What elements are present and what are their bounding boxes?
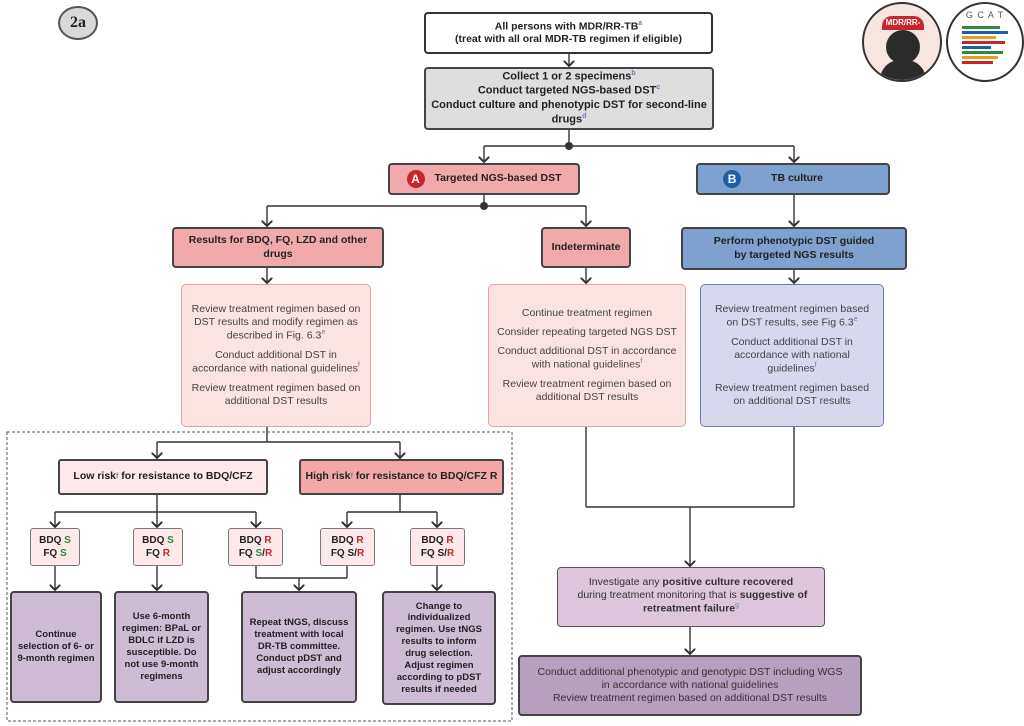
outcome-individualized-regimen: Change to individualized regimen. Use tN… <box>382 591 496 705</box>
combo-box-bdq-s-fq-s: BDQ S FQ S <box>30 528 80 566</box>
combo-box-bdq-s-fq-r: BDQ S FQ R <box>133 528 183 566</box>
combo-box-bdq-r-fq-sr-low: BDQ R FQ S/R <box>228 528 283 566</box>
sequence-bars-icon <box>962 24 1010 66</box>
outcome-continue-selection: Continue selection of 6- or 9-month regi… <box>10 591 102 703</box>
final-additional-dst-box: Conduct additional phenotypic and genoty… <box>518 655 862 716</box>
shoulders-silhouette-icon <box>880 60 926 80</box>
combo-box-bdq-r-fq-sr-high-2: BDQ R FQ S/R <box>410 528 465 566</box>
combo-box-bdq-r-fq-sr-high-1: BDQ R FQ S/R <box>320 528 375 566</box>
perform-pdst-box: Perform phenotypic DST guided by targete… <box>681 227 907 270</box>
collect-specimens-box: Collect 1 or 2 specimensb Conduct target… <box>424 67 714 130</box>
indeterminate-actions-box: Continue treatment regimen Consider repe… <box>488 284 686 427</box>
branch-a-letter-icon: A <box>406 170 425 188</box>
branch-b-header: B TB culture <box>696 163 890 195</box>
review-regimen-box-b: Review treatment regimen based on DST re… <box>700 284 884 427</box>
results-box: Results for BDQ, FQ, LZD and other drugs <box>172 227 384 268</box>
start-box: All persons with MDR/RR-TBa (treat with … <box>424 12 713 54</box>
gcat-logo-text: G C A T <box>965 10 1005 20</box>
head-silhouette-icon <box>886 30 920 64</box>
mdr-tb-logo: MDR/RR-TB <box>862 2 942 82</box>
figure-badge: 2a <box>58 6 98 40</box>
indeterminate-box: Indeterminate <box>541 227 631 268</box>
outcome-6-month-regimen: Use 6-month regimen: BPaL or BDLC if LZD… <box>114 591 209 703</box>
branch-a-header: A Targeted NGS-based DST <box>388 163 580 195</box>
gcat-logo: G C A T <box>946 2 1024 82</box>
outcome-repeat-tngs: Repeat tNGS, discuss treatment with loca… <box>241 591 357 703</box>
review-regimen-box-a: Review treatment regimen based on DST re… <box>181 284 371 427</box>
mdr-logo-text: MDR/RR-TB <box>882 16 924 41</box>
investigate-culture-box: Investigate any positive culture recover… <box>557 567 825 627</box>
branch-b-letter-icon: B <box>723 170 742 188</box>
